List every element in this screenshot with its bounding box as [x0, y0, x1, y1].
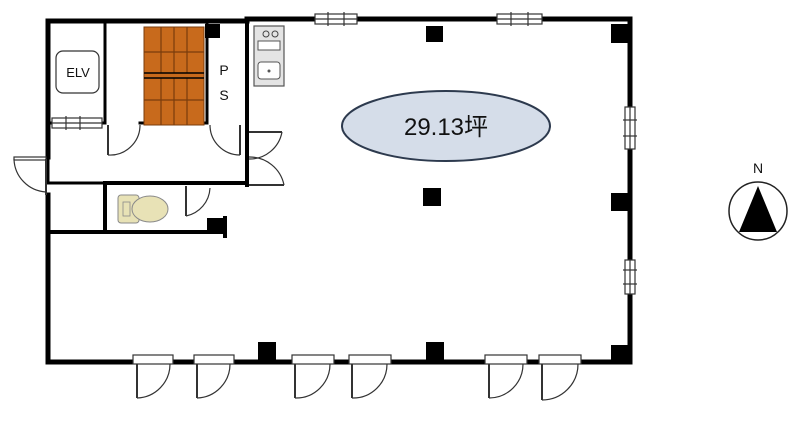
door-bottom-4: [348, 354, 392, 399]
outer-walls: [45, 16, 633, 365]
door-toilet: [185, 186, 211, 217]
door-kitchen-lower: [248, 156, 285, 186]
toilet-icon: [117, 194, 169, 224]
window-top-1: [314, 12, 358, 26]
window-left-elv: [51, 116, 103, 130]
doors: [13, 124, 582, 401]
elevator-label: ELV: [66, 65, 90, 80]
north-label: N: [753, 160, 763, 176]
door-left-exterior: [13, 156, 47, 195]
column: [426, 342, 444, 360]
area-label: 29.13坪: [404, 114, 488, 141]
door-bottom-2: [193, 354, 235, 399]
north-arrow-icon: N: [728, 160, 788, 241]
door-bottom-1: [132, 354, 174, 399]
ps-label-s: S: [219, 87, 228, 103]
staircase: [143, 26, 205, 126]
column: [207, 218, 225, 234]
door-bottom-3: [291, 354, 335, 399]
column: [611, 193, 630, 211]
column: [611, 24, 630, 43]
door-stair: [107, 124, 141, 156]
window-right-2: [623, 259, 637, 295]
area-badge: 29.13坪: [341, 90, 551, 162]
column: [205, 24, 220, 38]
door-kitchen-upper: [248, 131, 283, 160]
column: [426, 26, 443, 42]
ps-label-p: P: [219, 62, 228, 78]
window-right-1: [623, 106, 637, 150]
columns: [205, 24, 630, 363]
window-top-2: [496, 12, 543, 26]
elevator-icon: ELV: [55, 50, 100, 94]
column: [258, 342, 276, 360]
door-ps: [209, 124, 241, 156]
windows: [51, 12, 637, 295]
door-bottom-6: [538, 354, 582, 401]
column: [423, 188, 441, 206]
door-bottom-5: [484, 354, 528, 399]
column: [611, 345, 630, 363]
kitchen-sink-icon: [253, 25, 285, 87]
